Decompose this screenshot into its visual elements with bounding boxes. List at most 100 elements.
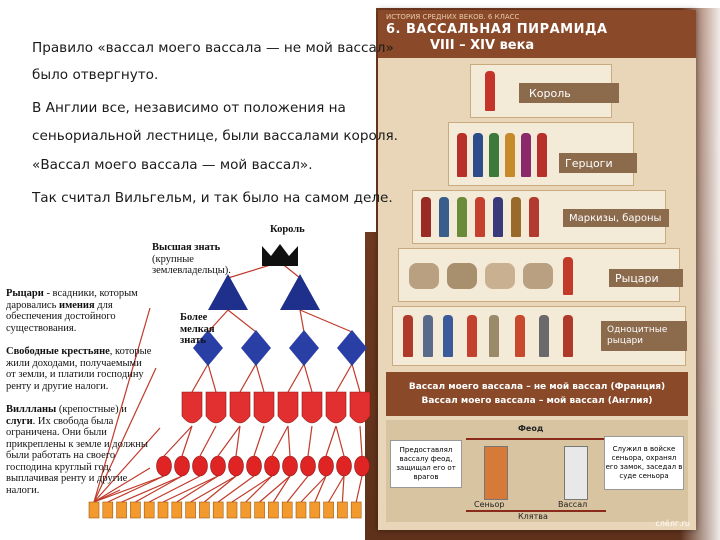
connector-line bbox=[287, 363, 305, 393]
villein-block bbox=[199, 501, 210, 519]
watermark: слёлг.ru bbox=[655, 519, 690, 528]
paragraph-quote: «Вассал моего вассала — мой вассал». bbox=[32, 157, 313, 173]
free-peasant-oval bbox=[174, 455, 190, 477]
connector-line bbox=[325, 425, 337, 457]
lord-duties-box: Предоставлял вассалу феод, защищал его о… bbox=[390, 440, 462, 488]
connector-line bbox=[287, 425, 291, 457]
vassal-label: Вассал bbox=[558, 500, 588, 509]
poster-tier-dukes: Герцоги bbox=[448, 122, 637, 186]
connector-line bbox=[299, 309, 305, 333]
villein-block bbox=[240, 501, 252, 519]
connector-line bbox=[162, 475, 219, 503]
feud-label: Феод bbox=[518, 424, 544, 433]
free-peasant-oval bbox=[264, 455, 280, 477]
connector-line bbox=[235, 425, 241, 457]
knights-description: Рыцари - всадники, которым даровались им… bbox=[6, 288, 138, 334]
connector-line bbox=[286, 475, 309, 503]
connector-line bbox=[259, 475, 291, 503]
connector-line bbox=[190, 475, 237, 503]
high-nobility-note: (крупные землевладельцы). bbox=[152, 253, 231, 277]
free-peasant-oval bbox=[354, 455, 370, 477]
poster-tier-label: Маркизы, бароны bbox=[563, 209, 669, 227]
connector-line bbox=[351, 363, 361, 393]
connector-line bbox=[217, 425, 241, 457]
connector-line bbox=[135, 475, 183, 503]
paragraph-rule: Правило «вассал моего вассала — не мой в… bbox=[32, 40, 394, 56]
villein-block bbox=[295, 501, 307, 519]
villein-block bbox=[323, 501, 334, 519]
connector-line bbox=[191, 363, 209, 393]
villein-block bbox=[185, 501, 196, 519]
connector-line bbox=[93, 307, 151, 503]
connector-line bbox=[207, 309, 229, 333]
connector-line bbox=[199, 425, 217, 457]
villeins-description: Виллланы (крепостные) и слуги. Их свобод… bbox=[6, 404, 148, 496]
paragraph-rejected: было отвергнуто. bbox=[32, 67, 159, 83]
poster-small-header: ИСТОРИЯ СРЕДНИХ ВЕКОВ. 6 КЛАСС bbox=[386, 13, 520, 21]
connector-line bbox=[93, 427, 161, 503]
free-peasant-oval bbox=[210, 455, 226, 477]
connector-line bbox=[227, 309, 257, 333]
villein-block bbox=[171, 501, 183, 519]
knight-shield bbox=[277, 391, 299, 424]
villein-block bbox=[226, 501, 238, 519]
connector-line bbox=[314, 475, 327, 503]
lesser-nobility-diamond bbox=[241, 330, 271, 366]
free-peasant-oval bbox=[282, 455, 298, 477]
free-peasant-oval bbox=[246, 455, 262, 477]
villein-block bbox=[143, 501, 155, 519]
free-peasant-oval bbox=[336, 455, 352, 477]
connector-line bbox=[307, 425, 313, 457]
connector-line bbox=[121, 475, 183, 503]
king-label: Король bbox=[270, 224, 305, 235]
vassal-figure bbox=[564, 446, 588, 500]
villein-block bbox=[281, 501, 293, 519]
connector-line bbox=[300, 475, 327, 503]
poster-header: ИСТОРИЯ СРЕДНИХ ВЕКОВ. 6 КЛАСС 6. ВАССАЛ… bbox=[378, 10, 696, 58]
knight-shield bbox=[229, 391, 251, 424]
connector-line bbox=[231, 475, 273, 503]
vassal-duties-box: Служил в войске сеньора, охранял его зам… bbox=[604, 436, 684, 490]
poster-tier-lower-knights: Одноцитные рыцари bbox=[392, 306, 687, 366]
villein-block bbox=[268, 501, 279, 519]
connector-line bbox=[271, 425, 289, 457]
free-peasants-description: Свободные крестьяне, которые жили дохода… bbox=[6, 346, 152, 392]
lord-label: Сеньор bbox=[474, 500, 505, 509]
vassal-pyramid-poster: ИСТОРИЯ СРЕДНИХ ВЕКОВ. 6 КЛАСС 6. ВАССАЛ… bbox=[378, 10, 696, 530]
villein-block bbox=[130, 501, 141, 519]
villein-block bbox=[116, 501, 127, 519]
poster-title: 6. ВАССАЛЬНАЯ ПИРАМИДА bbox=[386, 22, 608, 37]
connector-line bbox=[359, 425, 363, 457]
lesser-nobility-label: Более мелкая знать bbox=[180, 312, 215, 346]
connector-line bbox=[217, 475, 255, 503]
connector-line bbox=[93, 489, 121, 503]
poster-tier-label: Одноцитные рыцари bbox=[601, 321, 687, 351]
feudal-pyramid-diagram: Король Высшая знать (крупные землевладел… bbox=[0, 218, 372, 540]
high-nobility-label: Высшая знать (крупные землевладельцы). bbox=[152, 242, 244, 277]
knight-shield bbox=[325, 391, 347, 424]
high-nobility-title: Высшая знать bbox=[152, 242, 221, 253]
rule-france: Вассал моего вассала – не мой вассал (Фр… bbox=[408, 382, 666, 392]
connector-line bbox=[303, 363, 313, 393]
poster-rules: Вассал моего вассала – не мой вассал (Фр… bbox=[386, 372, 688, 416]
connector-line bbox=[335, 425, 345, 457]
connector-line bbox=[93, 467, 151, 503]
free-peasant-oval bbox=[156, 455, 172, 477]
connector-line bbox=[148, 475, 201, 503]
poster-tier-king: Король bbox=[470, 64, 619, 118]
villein-block bbox=[212, 501, 224, 519]
connector-line bbox=[163, 425, 193, 457]
pyramid-svg bbox=[88, 244, 371, 519]
paragraph-william: Так считал Вильгельм, и так было на само… bbox=[32, 190, 393, 206]
oath-label: Клятва bbox=[518, 512, 548, 521]
connector-line bbox=[245, 475, 273, 503]
connector-line bbox=[176, 475, 219, 503]
free-peasant-oval bbox=[318, 455, 334, 477]
feud-scheme: Феод Предоставлял вассалу феод, защищал … bbox=[386, 420, 688, 522]
connector-line bbox=[335, 363, 353, 393]
free-peasant-oval bbox=[192, 455, 208, 477]
paragraph-england: В Англии все, независимо от положения на bbox=[32, 100, 346, 116]
lesser-nobility-diamond bbox=[193, 330, 223, 366]
connector-line bbox=[272, 475, 291, 503]
